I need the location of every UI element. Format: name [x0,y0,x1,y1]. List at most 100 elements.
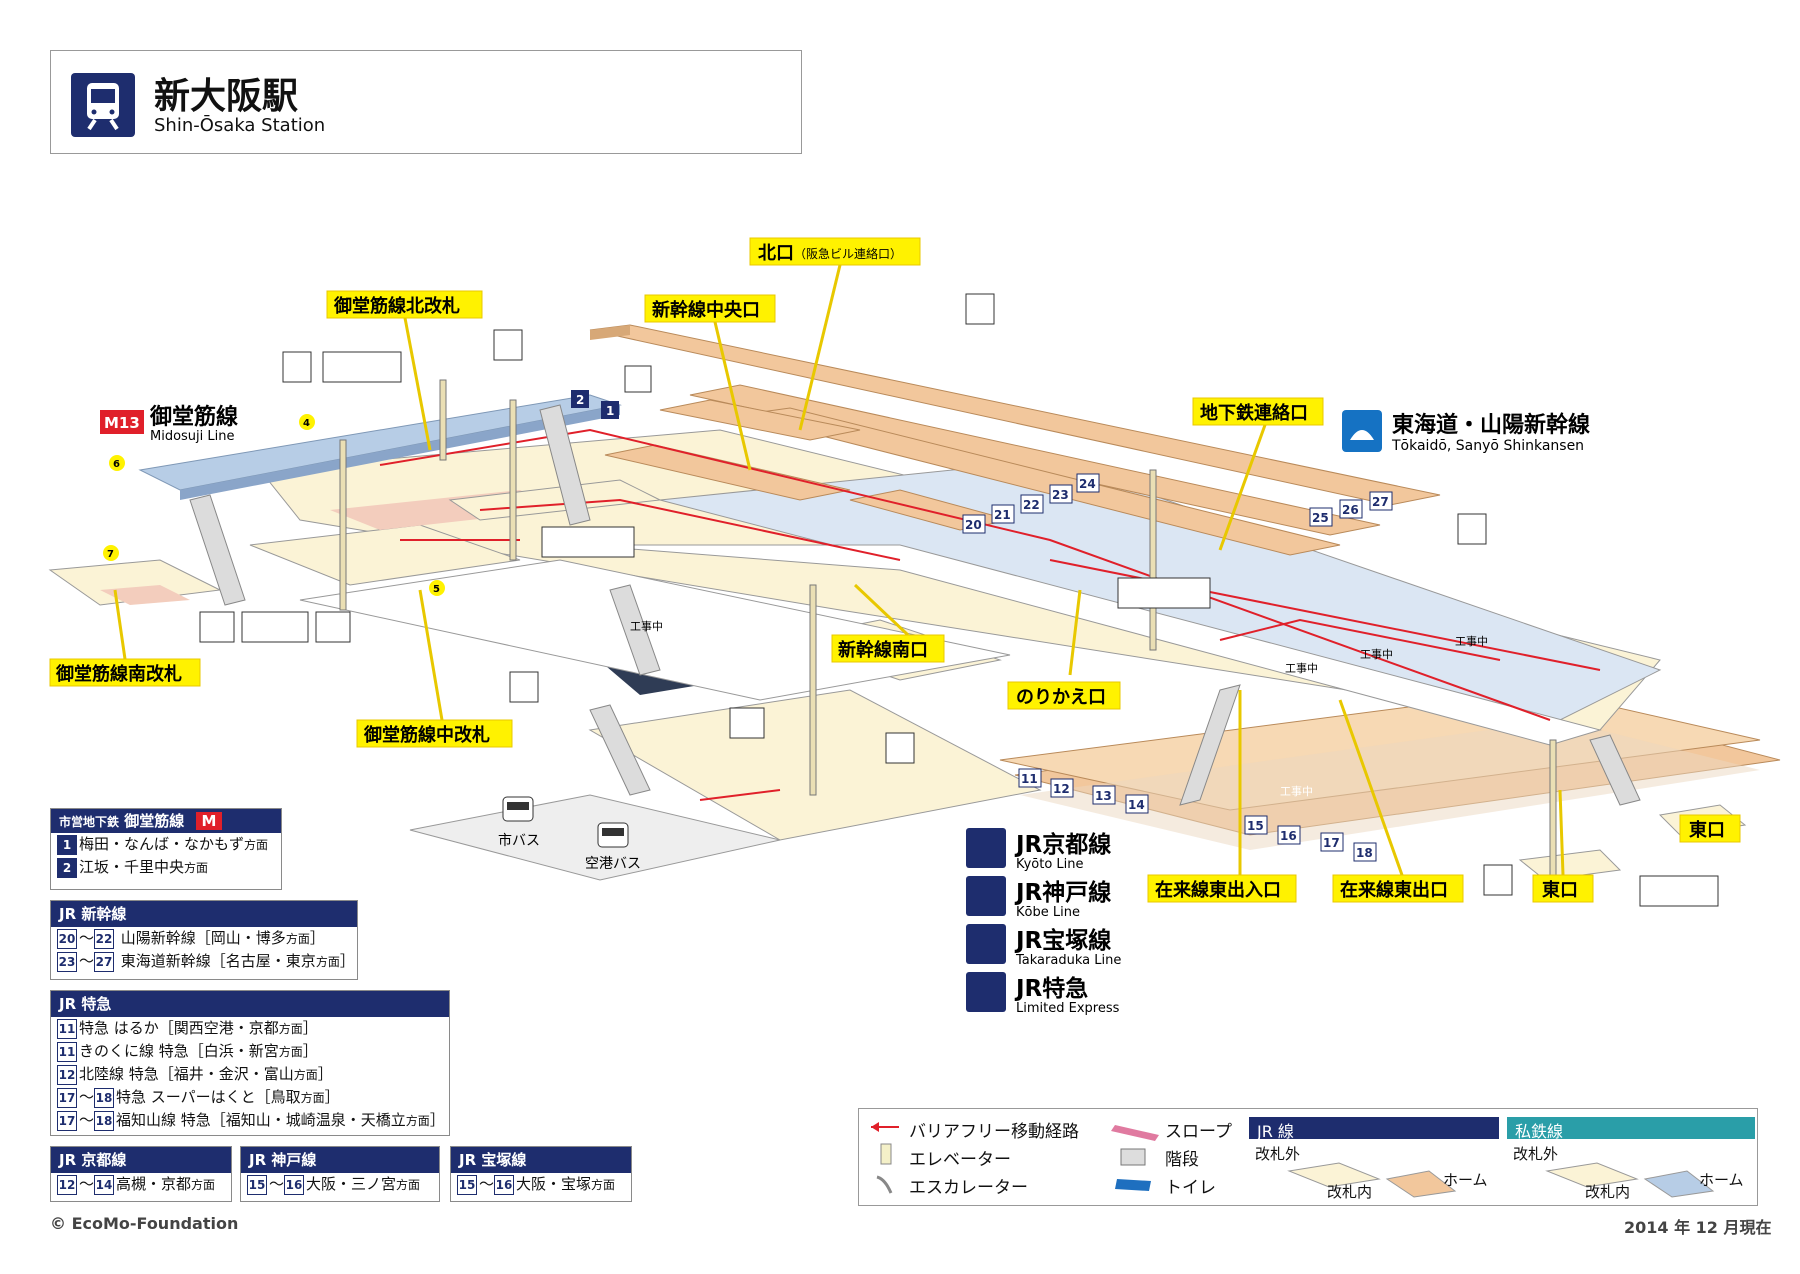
toilet-icon [541,526,635,558]
svg-text:Tōkaidō, Sanyō Shinkansen: Tōkaidō, Sanyō Shinkansen [1391,438,1584,454]
svg-text:在来線東出入口: 在来線東出入口 [1155,879,1281,901]
stair-groups [189,404,1641,806]
construction-label: 工事中 [1285,662,1318,675]
staff-icon [624,365,652,393]
exit-number: 6 [113,459,120,470]
midosuji-line-label: M13 御堂筋線 Midosuji Line [100,404,238,444]
svg-text:14: 14 [1128,798,1145,812]
shinkansen-platforms [589,324,1441,556]
svg-text:のりかえ口: のりかえ口 [1016,687,1106,708]
legend-escalator: エスカレーター [909,1178,1028,1198]
toilet-icon [199,611,235,643]
svg-text:東口: 東口 [1542,879,1578,901]
elevator-icon [885,732,915,764]
table-row: 23〜27 東海道新幹線［名古屋・東京方面］ [57,951,355,972]
svg-text:17: 17 [1323,836,1340,850]
legend-symbols [871,1117,1755,1198]
svg-text:13: 13 [1095,789,1112,803]
svg-text:16: 16 [1280,829,1297,843]
legend-barrier-free-route: バリアフリー移動経路 [909,1122,1079,1142]
wheelchair-slope-icon [509,671,539,703]
svg-text:15: 15 [1247,819,1264,833]
midosuji-code: M13 [104,414,140,432]
station-title-box: 新大阪駅 Shin-Ōsaka Station [50,50,802,154]
legend-stairs: 階段 [1165,1150,1199,1170]
train-icon [71,73,135,137]
construction-label: 工事中 [1455,635,1488,648]
zairai-platforms [999,689,1781,850]
toilet-icon [1639,875,1719,907]
station-name-en: Shin-Ōsaka Station [154,115,326,136]
airport-bus: 空港バス [585,822,641,872]
elevator-icon [493,329,523,361]
svg-text:JR京都線: JR京都線 [1014,831,1111,858]
svg-text:Kōbe Line: Kōbe Line [1016,905,1080,920]
svg-text:24: 24 [1079,477,1096,491]
metro-badge: M [195,812,223,830]
callout-midosuji-naka: 御堂筋線中改札 [356,719,513,748]
legend-private-header: 私鉄線 [1515,1122,1564,1141]
as-of-date: 2014 年 12 月現在 [1624,1218,1772,1237]
elevator-icon [965,293,995,325]
metro-table-header: 市営地下鉄 御堂筋線 M [51,809,281,833]
shinkansen-line-label: 東海道・山陽新幹線 Tōkaidō, Sanyō Shinkansen [1342,410,1590,454]
legend-elevator: エレベーター [909,1150,1011,1170]
copyright: © EcoMo-Foundation [50,1214,239,1233]
train-icon [966,924,1006,964]
kitaguchi-label: 北口 [758,243,794,264]
svg-text:空港バス: 空港バス [585,856,641,872]
callout-midosuji-minami: 御堂筋線南改札 [49,658,201,687]
svg-text:御堂筋線中改札: 御堂筋線中改札 [363,724,490,746]
callout-higashi-a: 東口 [1532,874,1594,903]
toilet-icon [315,611,351,643]
svg-text:20: 20 [965,518,982,532]
svg-text:地下鉄連絡口: 地下鉄連絡口 [1200,402,1308,424]
svg-text:東海道・山陽新幹線: 東海道・山陽新幹線 [1392,412,1590,438]
elevator-icon [1483,864,1513,896]
callout-zairai-de: 在来線東出口 [1332,874,1464,903]
svg-text:27: 27 [1372,495,1389,509]
kitaguchi-sub-label: （阪急ビル連絡口） [794,246,902,261]
zairai-platform-numbers: 11 12 13 14 15 16 17 18 [1018,768,1377,862]
legend-jr-header: JR 線 [1257,1122,1294,1141]
train-icon [966,828,1006,868]
station-name-jp: 新大阪駅 [154,76,299,117]
callout-chikatetsu: 地下鉄連絡口 [1192,397,1324,426]
svg-text:12: 12 [1053,782,1070,796]
toilet-icon [1117,577,1211,609]
svg-text:26: 26 [1342,503,1359,517]
svg-text:御堂筋線: 御堂筋線 [149,404,238,430]
shinkansen-destination-table: JR 新幹線 20〜22 山陽新幹線［岡山・博多方面］ 23〜27 東海道新幹線… [50,900,358,980]
svg-text:市バス: 市バス [498,832,540,849]
callout-higashi-b: 東口 [1679,814,1741,843]
exit-number: 5 [433,584,440,595]
svg-text:Limited Express: Limited Express [1016,1001,1120,1016]
callout-shinkansen-minami: 新幹線南口 [831,634,945,663]
toilet-icon [729,707,765,739]
elevator-icon [282,351,312,383]
callout-leaders [113,264,1565,876]
exit-numbers: 4 6 7 5 [103,414,445,596]
callout-norikae: のりかえ口 [1007,681,1121,710]
callout-midosuji-kita: 御堂筋線北改札 [326,290,483,319]
svg-text:11: 11 [1021,772,1038,786]
svg-text:Kyōto Line: Kyōto Line [1016,857,1084,872]
metro-platform-numbers: 2 1 [571,390,619,419]
pillars [339,379,1557,891]
accessible-toilet-icon [241,611,309,643]
train-icon [966,876,1006,916]
construction-label: 工事中 [1360,648,1393,661]
callout-shinkansen-chuo: 新幹線中央口 [644,294,776,323]
elevator-icon [1457,513,1487,545]
svg-text:在来線東出口: 在来線東出口 [1340,879,1448,901]
svg-text:Midosuji Line: Midosuji Line [150,429,235,444]
